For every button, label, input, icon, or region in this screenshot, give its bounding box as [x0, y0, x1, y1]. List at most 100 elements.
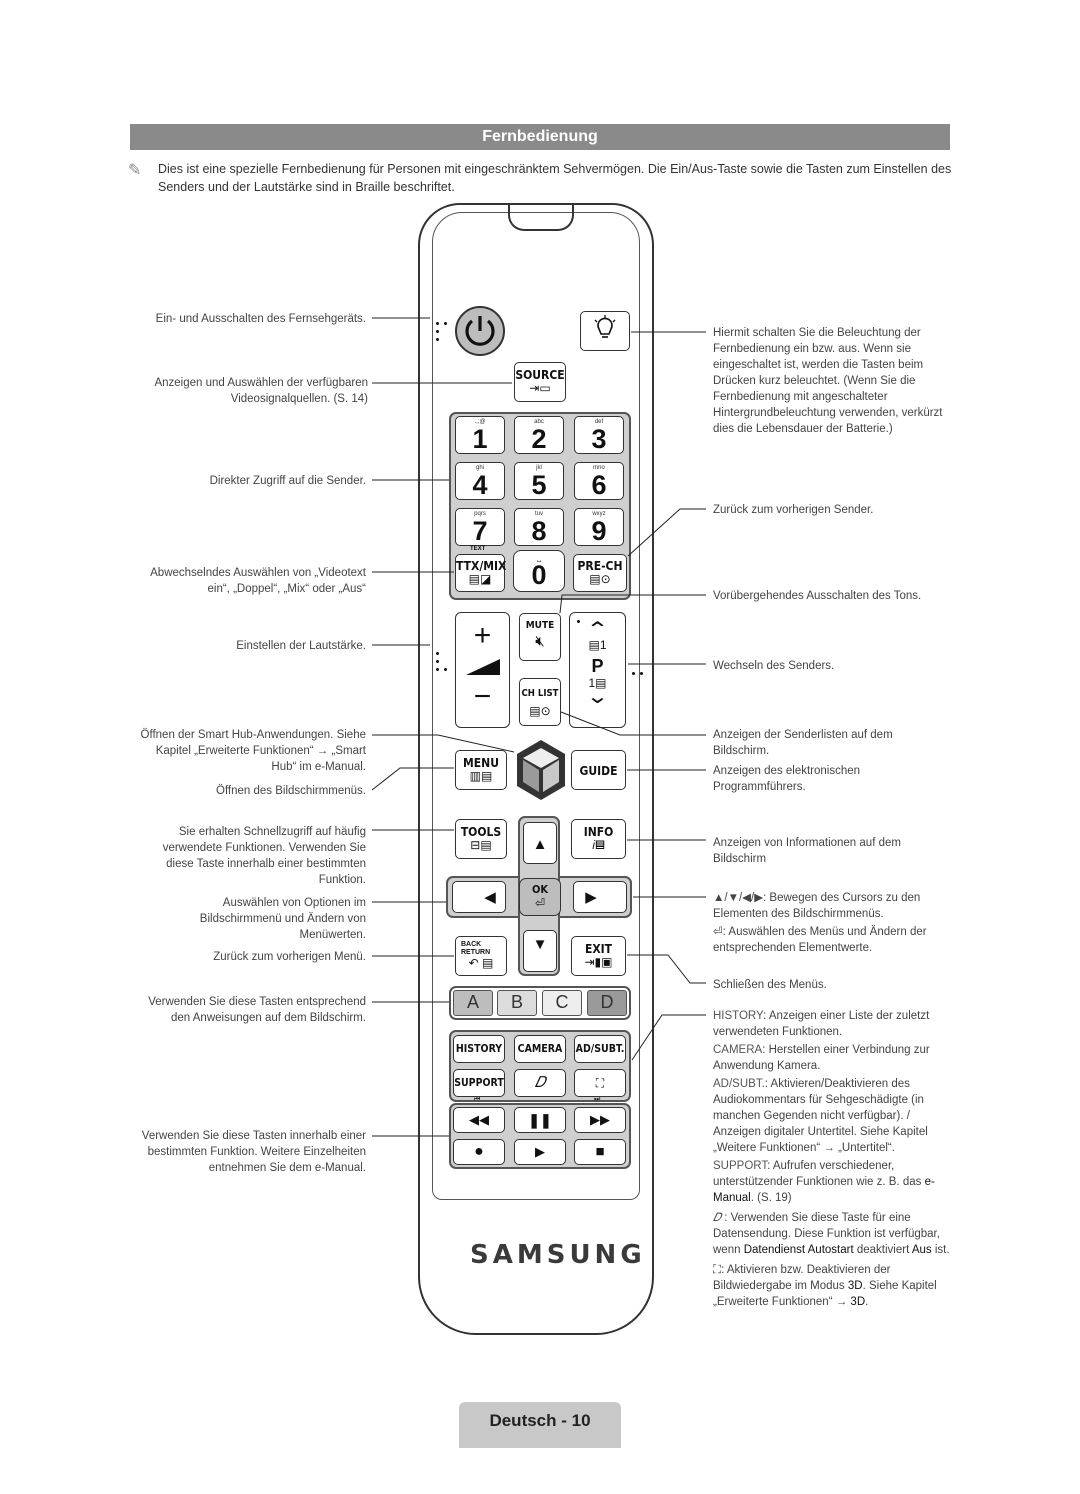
support-key-name: SUPPORT [713, 1160, 768, 1172]
up-arrow-icon: ▲ [532, 836, 548, 853]
record-button[interactable]: ● [453, 1139, 505, 1165]
return-label: RETURN [461, 949, 491, 956]
data-desc-b: Datendienst Autostart [743, 1244, 854, 1256]
menu-icon: ▥▤ [469, 769, 493, 783]
key-letters: def [594, 419, 604, 425]
key-1[interactable]: .,;@1 [455, 416, 505, 454]
info-button[interactable]: INFO 𝑖▤ [571, 819, 626, 859]
section-title: Fernbedienung [130, 124, 950, 150]
label-mute: Vorübergehendes Ausschalten des Tons. [713, 590, 922, 602]
up-arrow-button[interactable]: ▲ [523, 822, 557, 864]
key-0[interactable]: ⎵ 0 [513, 550, 565, 592]
back-return-button[interactable]: BACK RETURN ↶ ▤ [455, 936, 507, 976]
volume-down-icon: − [473, 680, 492, 713]
label-3d: ⛶: Aktivieren bzw. Deaktivieren der Bild… [713, 1262, 951, 1310]
guide-button[interactable]: GUIDE [571, 750, 626, 790]
support-label: SUPPORT [454, 1077, 504, 1089]
left-arrow-button[interactable]: ◀ [452, 881, 506, 913]
left-arrow-icon: ◀ [484, 889, 496, 906]
data-service-button[interactable]: 𝐷 [514, 1069, 566, 1097]
pre-ch-button[interactable]: PRE-CH ▤⊙ [573, 554, 627, 592]
key-digit: 4 [472, 470, 488, 500]
remote-face [432, 212, 640, 1200]
pause-button[interactable]: ❚❚ [514, 1107, 566, 1133]
support-manual: e-Manual [713, 1176, 935, 1204]
power-button[interactable] [455, 306, 505, 356]
smart-hub-button[interactable] [515, 738, 567, 802]
data-service-icon: 𝐷 [534, 1074, 546, 1091]
source-button[interactable]: SOURCE ⇥▭ [514, 362, 566, 402]
exit-button[interactable]: EXIT ⇥▮▣ [571, 936, 626, 976]
color-key-a[interactable]: A [453, 990, 493, 1016]
key-digit: 5 [531, 470, 547, 500]
label-colors: Verwenden Sie diese Tasten entsprechend … [148, 996, 366, 1024]
label-history: HISTORY: Anzeigen einer Liste der zuletz… [713, 1008, 951, 1040]
down-arrow-button[interactable]: ▼ [523, 930, 557, 972]
key-digit: 9 [591, 516, 607, 546]
ttx-mix-label: TTX/MIX [456, 559, 507, 573]
support-page: . (S. 19) [750, 1192, 792, 1204]
support-button[interactable]: SUPPORT [453, 1069, 505, 1097]
mute-icon: 🔇︎ [535, 633, 545, 650]
light-bulb-icon [594, 315, 616, 338]
ch-list-button[interactable]: CH LIST ▤⊙ [519, 678, 561, 726]
rewind-button[interactable]: ◀◀ [453, 1107, 505, 1133]
label-support: SUPPORT: Aufrufen verschiedener, unterst… [713, 1158, 951, 1206]
label-media: Verwenden Sie diese Tasten innerhalb ein… [141, 1130, 366, 1174]
mute-label: MUTE [525, 620, 555, 631]
color-key-d[interactable]: D [587, 990, 627, 1016]
ch-list-icon: ▤⊙ [529, 704, 551, 718]
right-arrow-button[interactable]: ▶ [573, 881, 627, 913]
ttx-mix-button[interactable]: TTX/MIX ▤◪ [455, 554, 507, 592]
mute-button[interactable]: MUTE 🔇︎ [519, 613, 561, 661]
key-digit: 1 [472, 424, 488, 454]
label-chlist: Anzeigen der Senderlisten auf dem Bildsc… [713, 729, 893, 757]
label-ok: Auswählen von Optionen im Bildschirmmenü… [199, 897, 366, 941]
color-key-b[interactable]: B [497, 990, 537, 1016]
label-tools: Sie erhalten Schnellzugriff auf häufig v… [162, 826, 366, 886]
intro-note: Dies ist eine spezielle Fernbedienung fü… [158, 162, 952, 194]
data-desc-c: deaktiviert [853, 1244, 910, 1256]
color-key-c[interactable]: C [542, 990, 582, 1016]
key-digit: 2 [531, 424, 547, 454]
key-digit: 8 [531, 516, 547, 546]
ok-button[interactable]: OK ⏎ [519, 878, 561, 916]
smart-hub-cube-icon [517, 740, 565, 800]
power-icon [465, 316, 495, 346]
ad-subt-button[interactable]: AD/SUBT. [574, 1035, 626, 1063]
camera-button[interactable]: CAMERA [514, 1035, 566, 1063]
volume-rocker[interactable]: + − [455, 612, 510, 728]
info-label: INFO [583, 825, 614, 839]
key-0-digit: 0 [531, 560, 547, 590]
light-button[interactable] [580, 311, 630, 351]
pre-ch-label: PRE-CH [577, 559, 623, 573]
skip-next-icon: ⏭ [594, 1096, 601, 1103]
exit-label: EXIT [584, 942, 613, 956]
history-button[interactable]: HISTORY [453, 1035, 505, 1063]
3d-glasses-icon: ⛶ [595, 1076, 605, 1090]
3d-button[interactable]: ⛶ [574, 1069, 626, 1097]
history-key-name: HISTORY [713, 1010, 764, 1022]
stop-button[interactable]: ■ [574, 1139, 626, 1165]
three-d-e: . [865, 1296, 869, 1308]
key-letters: ghi [475, 465, 484, 471]
play-button[interactable]: ▶ [514, 1139, 566, 1165]
ch-list-label: CH LIST [521, 688, 559, 699]
fast-forward-button[interactable]: ▶▶ [574, 1107, 626, 1133]
source-label: SOURCE [515, 368, 565, 382]
data-desc-d: Aus [911, 1244, 932, 1256]
key-digit: 3 [591, 424, 607, 454]
tools-button[interactable]: TOOLS ⊟▤ [455, 819, 507, 859]
key-letters: tuv [534, 511, 543, 517]
menu-button[interactable]: MENU ▥▤ [455, 750, 507, 790]
channel-rocker[interactable]: ⌃ ▤1 P 1▤ ⌄ [569, 612, 626, 728]
key-letters: abc [534, 419, 544, 425]
